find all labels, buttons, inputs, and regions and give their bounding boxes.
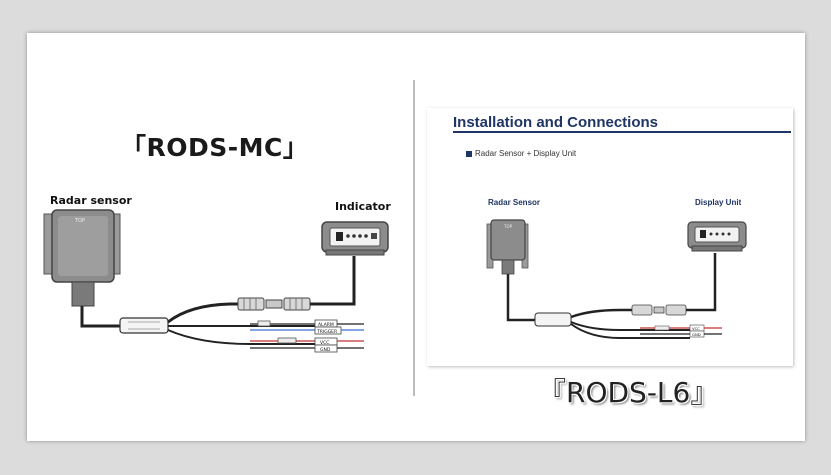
vcc-wire-label-right: VCC xyxy=(692,326,700,331)
radar-sensor-device xyxy=(43,209,121,307)
indicator-label: Indicator xyxy=(335,200,391,213)
radar-top-text-right: TOP xyxy=(503,224,513,229)
section-rule xyxy=(453,131,791,133)
radar-sensor-device-right xyxy=(486,219,529,275)
radar-top-text: TOP xyxy=(74,218,85,224)
radar-sensor-label-right: Radar Sensor xyxy=(488,198,541,207)
vcc-wire-label: VCC xyxy=(320,340,329,346)
connector-pair-right xyxy=(631,304,687,316)
rods-l6-title: 『RODS-L6』 xyxy=(538,376,719,409)
radar-sensor-label: Radar sensor xyxy=(50,194,132,207)
bullet-square-icon xyxy=(466,151,472,157)
rods-mc-title: 「RODS-MC」 xyxy=(121,133,309,162)
display-unit-label: Display Unit xyxy=(695,198,742,207)
section-title: Installation and Connections xyxy=(453,114,659,131)
trigger-wire-label: TRIGGER xyxy=(316,329,337,335)
display-unit-device xyxy=(687,221,747,252)
connector-pair xyxy=(237,297,311,311)
gnd-wire-label: GND xyxy=(320,347,331,353)
splitter-box-right xyxy=(534,312,572,327)
indicator-device xyxy=(321,221,389,256)
bullet-text: Radar Sensor + Display Unit xyxy=(475,149,577,158)
gnd-wire-label-right: GND xyxy=(692,332,701,337)
alarm-wire-label: ALARM xyxy=(318,322,334,328)
